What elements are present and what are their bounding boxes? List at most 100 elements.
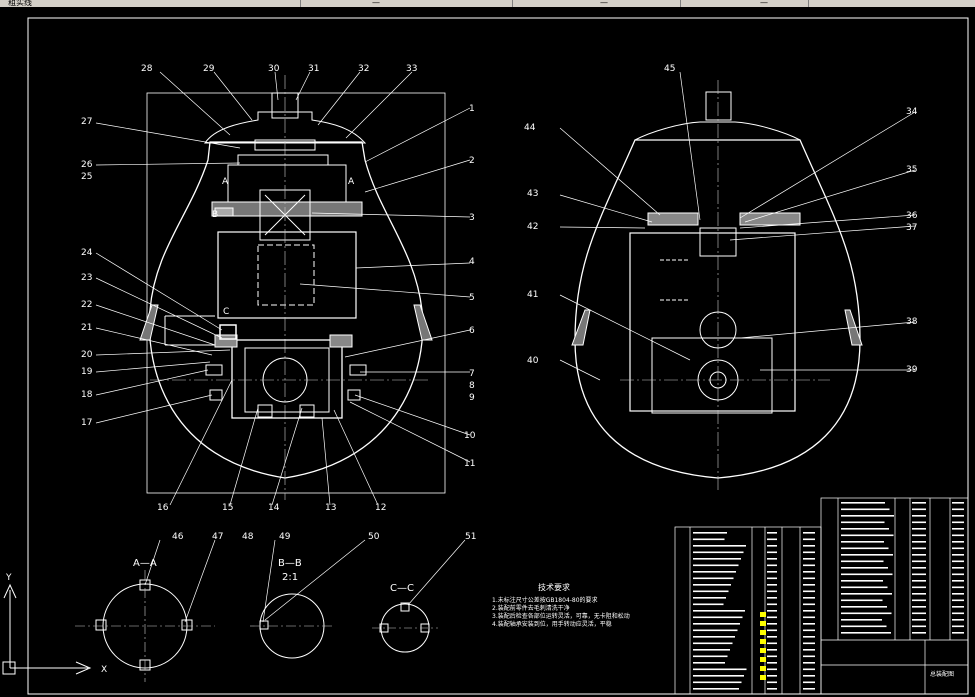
parts-row-mark [693,688,739,690]
parts-row-mark [767,610,777,612]
item-label: 24 [81,248,93,258]
parts-row-mark [767,662,777,664]
parts-row-highlight [760,675,766,680]
parts-row-mark [952,541,964,543]
parts-row-mark [803,681,815,684]
parts-row-mark [912,625,926,628]
parts-row-mark [912,580,926,582]
item-label: 17 [81,418,92,428]
parts-row-mark [803,668,815,671]
parts-row-mark [952,619,964,621]
parts-row-mark [912,502,926,504]
section-title: B—B [278,558,302,569]
tech-req-title: 技术要求 [538,582,570,592]
lineweight-dropdown[interactable]: — [600,0,608,7]
parts-row-mark [841,515,894,517]
parts-row-mark [693,610,745,612]
parts-row-mark [803,636,815,638]
section-title: A—A [133,558,157,569]
parts-row-mark [693,642,733,645]
front-leaders [95,71,471,506]
item-label: 42 [527,222,538,232]
parts-row-mark [841,612,892,615]
item-label: 38 [906,317,918,327]
parts-row-mark [767,655,777,658]
item-label: 14 [268,503,280,513]
parts-row-mark [693,681,742,684]
section-mark: B [212,210,218,220]
parts-row-mark [952,554,964,556]
parts-row-mark [803,662,815,664]
item-label: 7 [469,369,475,379]
parts-row-mark [693,668,747,671]
item-label: 5 [469,293,475,303]
parts-row-mark [803,603,815,606]
parts-row-mark [841,580,883,582]
parts-row-mark [803,610,815,612]
ucs-x-label: X [101,665,107,675]
item-label: 40 [527,356,539,366]
parts-row-highlight [760,648,766,653]
parts-row-mark [952,586,964,589]
parts-row-highlight [760,666,766,671]
linetype-dropdown[interactable]: — [372,0,380,7]
parts-row-mark [767,577,777,580]
item-label: 35 [906,165,917,175]
parts-row-mark [767,584,777,586]
parts-row-mark [912,573,926,576]
parts-list-rows [693,502,964,690]
parts-row-mark [912,528,926,530]
parts-row-mark [912,567,926,569]
parts-row-mark [693,629,738,632]
parts-row-mark [912,586,926,589]
parts-row-mark [767,629,777,632]
drawing-border [27,17,969,695]
item-label: 23 [81,273,92,283]
layer-dropdown[interactable]: 粗实线 [8,0,32,7]
parts-row-mark [693,616,743,619]
tech-req-line: 2.装配前零件去毛刺清洗干净 [492,604,570,612]
parts-row-mark [803,551,815,554]
cad-toolbar-strip: 粗实线 — — — [0,0,975,7]
drawing-canvas[interactable]: 1 2 3 4 5 6 7 8 9 10 11 12 13 14 15 16 1… [0,7,975,697]
item-label: 15 [222,503,233,513]
parts-row-mark [841,593,892,595]
parts-row-mark [841,502,885,504]
section-scale: 2:1 [282,572,298,583]
item-label: 46 [172,532,184,542]
item-label: 16 [157,503,169,513]
parts-row-mark [803,584,815,586]
parts-row-mark [693,590,729,593]
item-label: 41 [527,290,538,300]
parts-row-mark [952,560,964,563]
parts-row-mark [841,521,885,524]
parts-row-mark [767,616,777,619]
parts-row-mark [952,508,964,511]
ucs-icon [2,583,92,675]
parts-row-mark [803,590,815,593]
parts-row-mark [803,532,815,534]
side-view [571,80,863,490]
parts-row-mark [841,567,888,569]
plotstyle-dropdown[interactable]: — [760,0,768,7]
item-label: 44 [524,123,536,133]
parts-row-mark [912,515,926,517]
parts-row-mark [693,577,734,580]
parts-row-mark [803,538,815,541]
parts-row-mark [841,547,889,550]
item-label: 27 [81,117,92,127]
parts-row-mark [767,597,777,599]
parts-row-mark [841,541,884,543]
parts-row-mark [841,606,887,608]
parts-row-mark [803,564,815,567]
toolbar-separator [680,0,681,7]
item-label: 9 [469,393,475,403]
item-label: 31 [308,64,319,74]
parts-row-mark [952,547,964,550]
parts-row-mark [952,599,964,602]
parts-row-mark [952,580,964,582]
item-label: 6 [469,326,475,336]
parts-row-mark [952,573,964,576]
parts-row-mark [912,560,926,563]
parts-row-mark [912,534,926,537]
